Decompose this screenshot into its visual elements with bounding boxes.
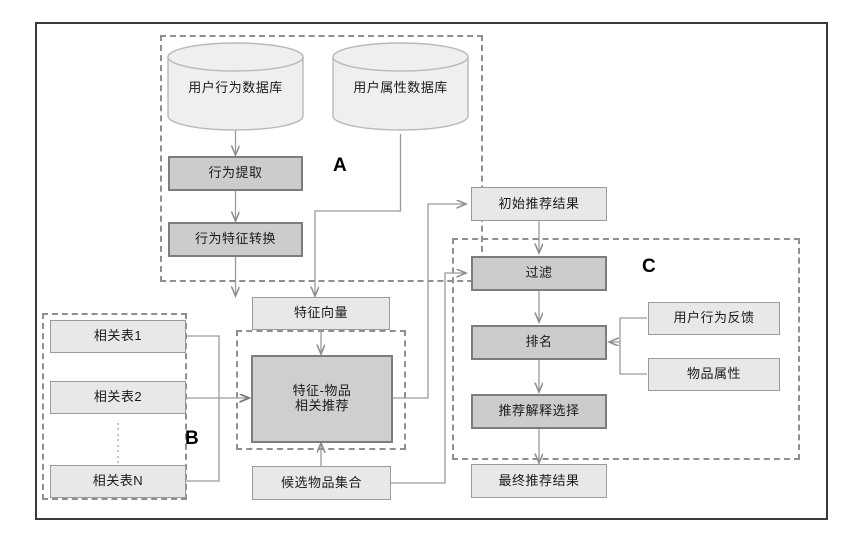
node-feature-vector[interactable]: 特征向量 [252,297,390,330]
group-label-b: B [185,428,199,449]
node-relation-table-n[interactable]: 相关表N [50,465,186,498]
node-label: 用户属性数据库 [353,80,448,95]
node-label: 行为特征转换 [194,231,276,247]
node-label: 最终推荐结果 [498,472,580,488]
node-label: 相关表1 [93,328,143,344]
node-feature-item-recommend[interactable]: 特征-物品 相关推荐 [251,355,393,443]
node-label: 物品属性 [686,366,741,382]
node-item-attribute[interactable]: 物品属性 [648,358,780,391]
node-label: 过滤 [525,265,553,281]
node-user-behavior-db[interactable]: 用户行为数据库 [168,43,303,130]
node-relation-table-2[interactable]: 相关表2 [50,381,186,414]
node-user-attribute-db[interactable]: 用户属性数据库 [333,43,468,130]
node-filter[interactable]: 过滤 [471,256,607,291]
node-label: 相关表N [92,473,144,489]
node-initial-result[interactable]: 初始推荐结果 [471,187,607,221]
node-label-line1: 特征-物品 [292,383,352,399]
group-label-a: A [333,155,347,176]
node-explain-select[interactable]: 推荐解释选择 [471,394,607,429]
node-label: 排名 [525,334,553,350]
group-label-c: C [642,256,656,277]
node-label: 用户行为数据库 [188,80,283,95]
node-label: 相关表2 [93,389,143,405]
node-label: 用户行为反馈 [673,310,755,326]
node-label-line2: 相关推荐 [294,398,349,413]
node-ranking[interactable]: 排名 [471,325,607,360]
ellipsis-dots [117,423,119,463]
node-user-behavior-feedback[interactable]: 用户行为反馈 [648,302,780,335]
node-final-result[interactable]: 最终推荐结果 [471,464,607,498]
node-label: 初始推荐结果 [498,195,580,211]
node-label: 推荐解释选择 [498,403,580,419]
node-candidate-item-set[interactable]: 候选物品集合 [252,466,391,500]
node-behavior-feature-transform[interactable]: 行为特征转换 [168,222,303,257]
node-label: 行为提取 [208,165,263,181]
node-label: 候选物品集合 [280,474,362,490]
node-behavior-extract[interactable]: 行为提取 [168,156,303,191]
node-relation-table-1[interactable]: 相关表1 [50,320,186,353]
node-label: 特征向量 [293,305,348,321]
